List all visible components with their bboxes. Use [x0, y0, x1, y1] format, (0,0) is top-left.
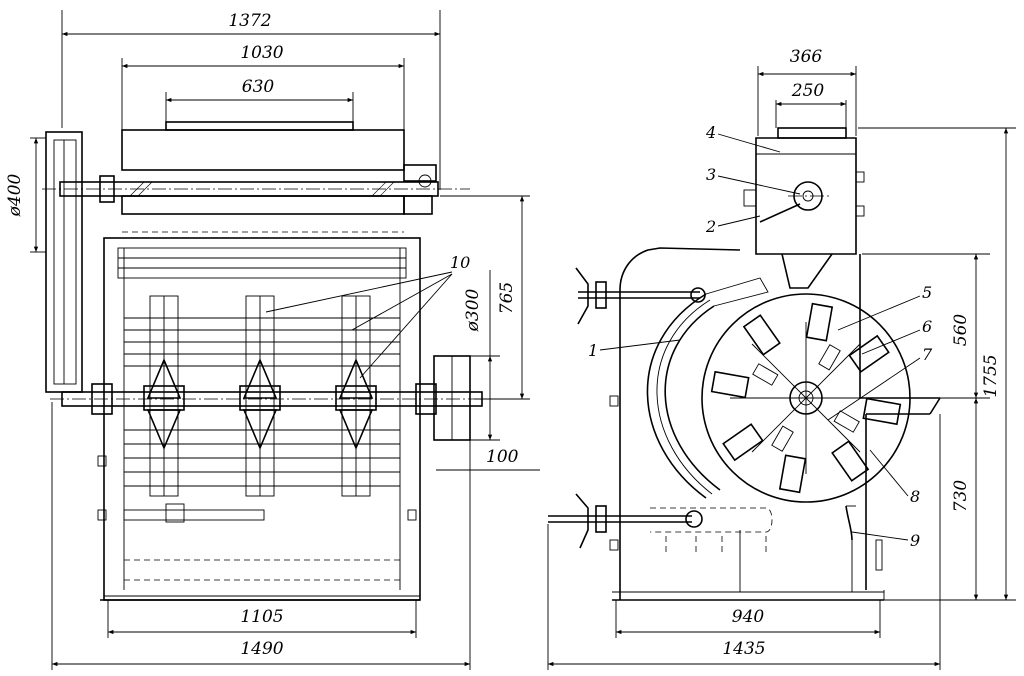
- dim-630: 630: [242, 77, 275, 97]
- upper-adjust-screw: [575, 267, 706, 325]
- dim-560: 560: [951, 314, 971, 347]
- label-9: 9: [910, 531, 920, 550]
- drive-pulley: ø400: [5, 131, 83, 393]
- rotor: [701, 293, 911, 503]
- dim-rotor-dia: ø300: [463, 288, 483, 332]
- dim-100: 100: [486, 447, 519, 467]
- label-3: 3: [706, 165, 716, 184]
- label-5: 5: [922, 283, 932, 302]
- label-8: 8: [910, 487, 920, 506]
- upper-housing: [42, 121, 470, 233]
- dim-1372: 1372: [228, 11, 271, 31]
- hammer-assembly-1: [143, 295, 185, 497]
- lower-adjust-screw: [548, 493, 773, 556]
- side-bottom-dimensions: 940 1435: [547, 414, 941, 670]
- label-2: 2: [705, 217, 716, 236]
- label-10: 10: [450, 253, 470, 272]
- dim-pulley-dia: ø400: [5, 173, 25, 217]
- dim-1105: 1105: [240, 607, 283, 627]
- part-labels: 4 3 2 1 5 6 7 8 9: [588, 123, 933, 550]
- hammer-assembly-2: [239, 295, 281, 497]
- label-1: 1: [588, 341, 598, 360]
- crusher-body: [609, 247, 941, 601]
- hopper: [743, 127, 865, 289]
- main-casing: [97, 237, 421, 601]
- dim-366: 366: [790, 47, 823, 67]
- dim-730: 730: [951, 480, 971, 513]
- side-right-dimensions: 560 1755 730: [858, 127, 1016, 601]
- outlet-deflector: [845, 505, 856, 541]
- label-4: 4: [705, 123, 716, 142]
- rotor-hammers: [710, 302, 902, 494]
- dim-940: 940: [732, 607, 765, 627]
- front-bottom-dimensions: 1105 1490: [51, 402, 471, 670]
- side-view: 366 250: [547, 47, 1016, 670]
- crushing-plate: [646, 277, 769, 499]
- hammer-assembly-3: [335, 295, 377, 497]
- label-10-group: 10: [265, 253, 470, 379]
- front-view: 1372 1030 630: [5, 10, 540, 670]
- dim-765: 765: [497, 282, 517, 314]
- dim-250: 250: [791, 81, 825, 101]
- dim-1030: 1030: [240, 43, 283, 63]
- dim-1490: 1490: [240, 639, 283, 659]
- hammer-assemblies: [143, 295, 377, 497]
- rotor-shaft: [50, 355, 520, 441]
- dim-1755: 1755: [981, 354, 1001, 397]
- label-6: 6: [922, 317, 932, 336]
- side-top-dimensions: 366 250: [757, 47, 857, 136]
- front-right-dimensions: 765 ø300 100: [436, 195, 540, 471]
- front-top-dimensions: 1372 1030 630: [61, 10, 441, 190]
- dim-1435: 1435: [722, 639, 765, 659]
- label-7: 7: [922, 345, 933, 364]
